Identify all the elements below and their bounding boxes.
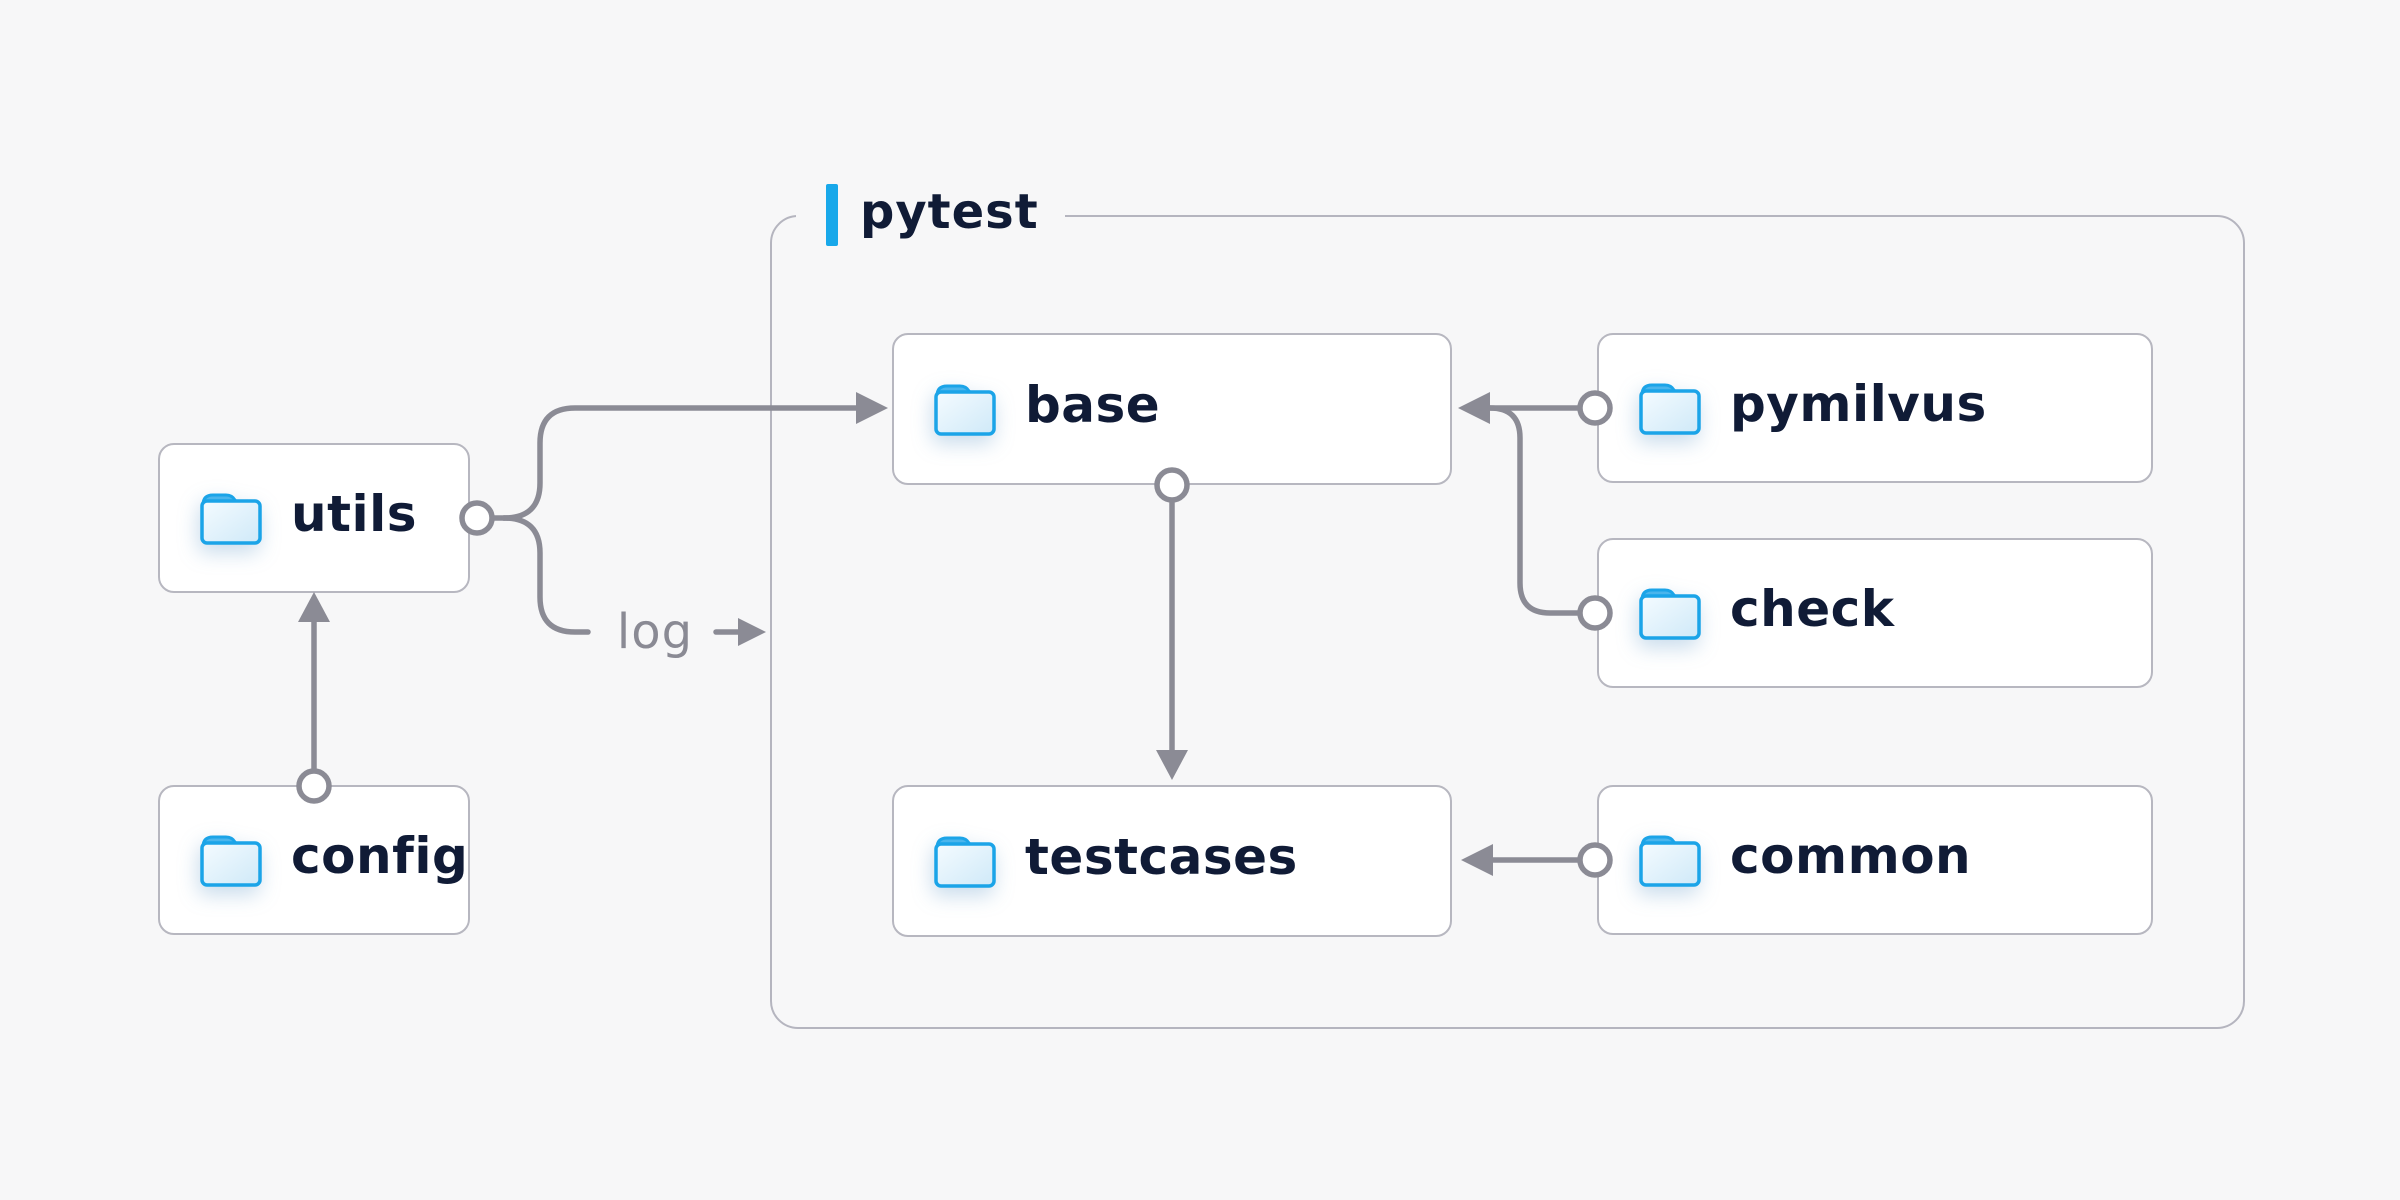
edge-label-log: log <box>616 604 694 660</box>
node-check: check <box>1597 538 2153 688</box>
folder-icon <box>200 493 262 545</box>
node-testcases: testcases <box>892 785 1452 937</box>
node-utils: utils <box>158 443 470 593</box>
node-check-label: check <box>1730 580 1895 638</box>
node-base: base <box>892 333 1452 485</box>
node-pymilvus-label: pymilvus <box>1730 375 1987 433</box>
node-utils-label: utils <box>291 485 418 543</box>
pytest-group-container <box>770 215 2245 1029</box>
node-base-label: base <box>1025 376 1161 434</box>
node-common-label: common <box>1730 827 1972 885</box>
node-config-label: config <box>291 827 469 885</box>
accent-bar <box>826 184 838 246</box>
folder-icon <box>1639 383 1701 435</box>
folder-icon <box>934 836 996 888</box>
folder-icon <box>1639 835 1701 887</box>
pytest-group-title: pytest <box>860 184 1039 240</box>
node-common: common <box>1597 785 2153 935</box>
folder-icon <box>1639 588 1701 640</box>
edge-config-to-utils <box>298 592 330 773</box>
folder-icon <box>200 835 262 887</box>
node-config: config <box>158 785 470 935</box>
folder-icon <box>934 384 996 436</box>
node-pymilvus: pymilvus <box>1597 333 2153 483</box>
pytest-group-label: pytest <box>796 183 1065 247</box>
node-testcases-label: testcases <box>1025 828 1298 886</box>
